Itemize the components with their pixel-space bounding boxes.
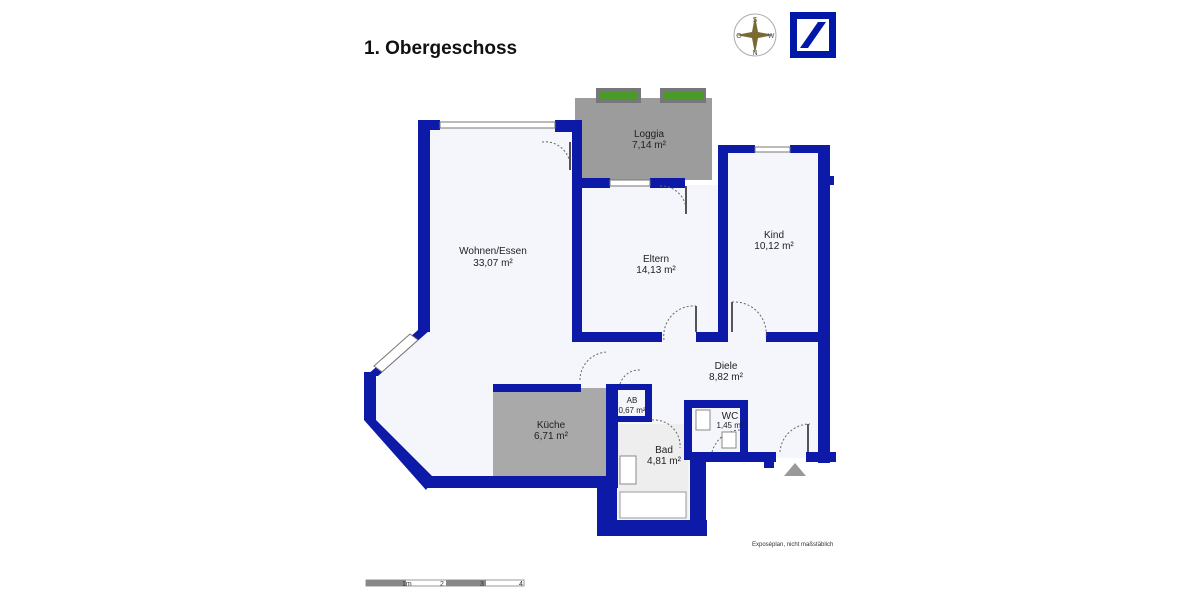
compass-s: S xyxy=(753,17,758,24)
toilet xyxy=(721,431,737,449)
door-leaves xyxy=(569,142,809,452)
scale-3: 3 xyxy=(480,581,484,588)
compass-n: N xyxy=(752,50,757,57)
floor-title: 1. Obergeschoss xyxy=(364,38,518,59)
room-area-wc: 1,45 m² xyxy=(716,421,743,430)
room-name-kueche: Küche xyxy=(537,420,566,431)
washbasin xyxy=(619,455,637,485)
shower xyxy=(619,491,687,519)
scale-2: 2 xyxy=(440,581,444,588)
room-area-bad: 4,81 m² xyxy=(647,456,682,467)
scale-1m: 1m xyxy=(402,581,412,588)
kitchen-tiles xyxy=(493,388,612,478)
room-name-ab: AB xyxy=(627,396,638,405)
room-name-loggia: Loggia xyxy=(634,129,664,140)
scale-4: 4 xyxy=(519,581,523,588)
room-area-kind: 10,12 m² xyxy=(754,241,794,252)
plants xyxy=(599,91,638,100)
compass-w: W xyxy=(768,33,775,40)
compass-icon: S W N O xyxy=(733,13,777,57)
room-name-wohnen: Wohnen/Essen xyxy=(459,246,527,257)
room-area-wohnen: 33,07 m² xyxy=(473,258,513,269)
compass-o: O xyxy=(736,33,742,40)
sink xyxy=(695,409,711,431)
bank-logo xyxy=(790,12,836,58)
windows xyxy=(373,121,791,373)
loggia-tiles xyxy=(575,98,712,180)
room-name-diele: Diele xyxy=(715,361,738,372)
room-area-diele: 8,82 m² xyxy=(709,372,744,383)
room-name-bad: Bad xyxy=(655,445,673,456)
room-area-ab: 0,67 m² xyxy=(618,406,645,415)
scale-bar: 1m 2 3 4 xyxy=(365,579,525,588)
room-name-eltern: Eltern xyxy=(643,254,669,265)
plants xyxy=(663,91,703,100)
room-name-kind: Kind xyxy=(764,230,784,241)
room-area-eltern: 14,13 m² xyxy=(636,265,676,276)
entrance-arrow-icon xyxy=(784,463,806,476)
room-name-wc: WC xyxy=(722,411,739,422)
room-area-kueche: 6,71 m² xyxy=(534,431,569,442)
room-area-loggia: 7,14 m² xyxy=(632,140,667,151)
disclaimer-note: Exposéplan, nicht maßstäblich xyxy=(752,542,834,548)
